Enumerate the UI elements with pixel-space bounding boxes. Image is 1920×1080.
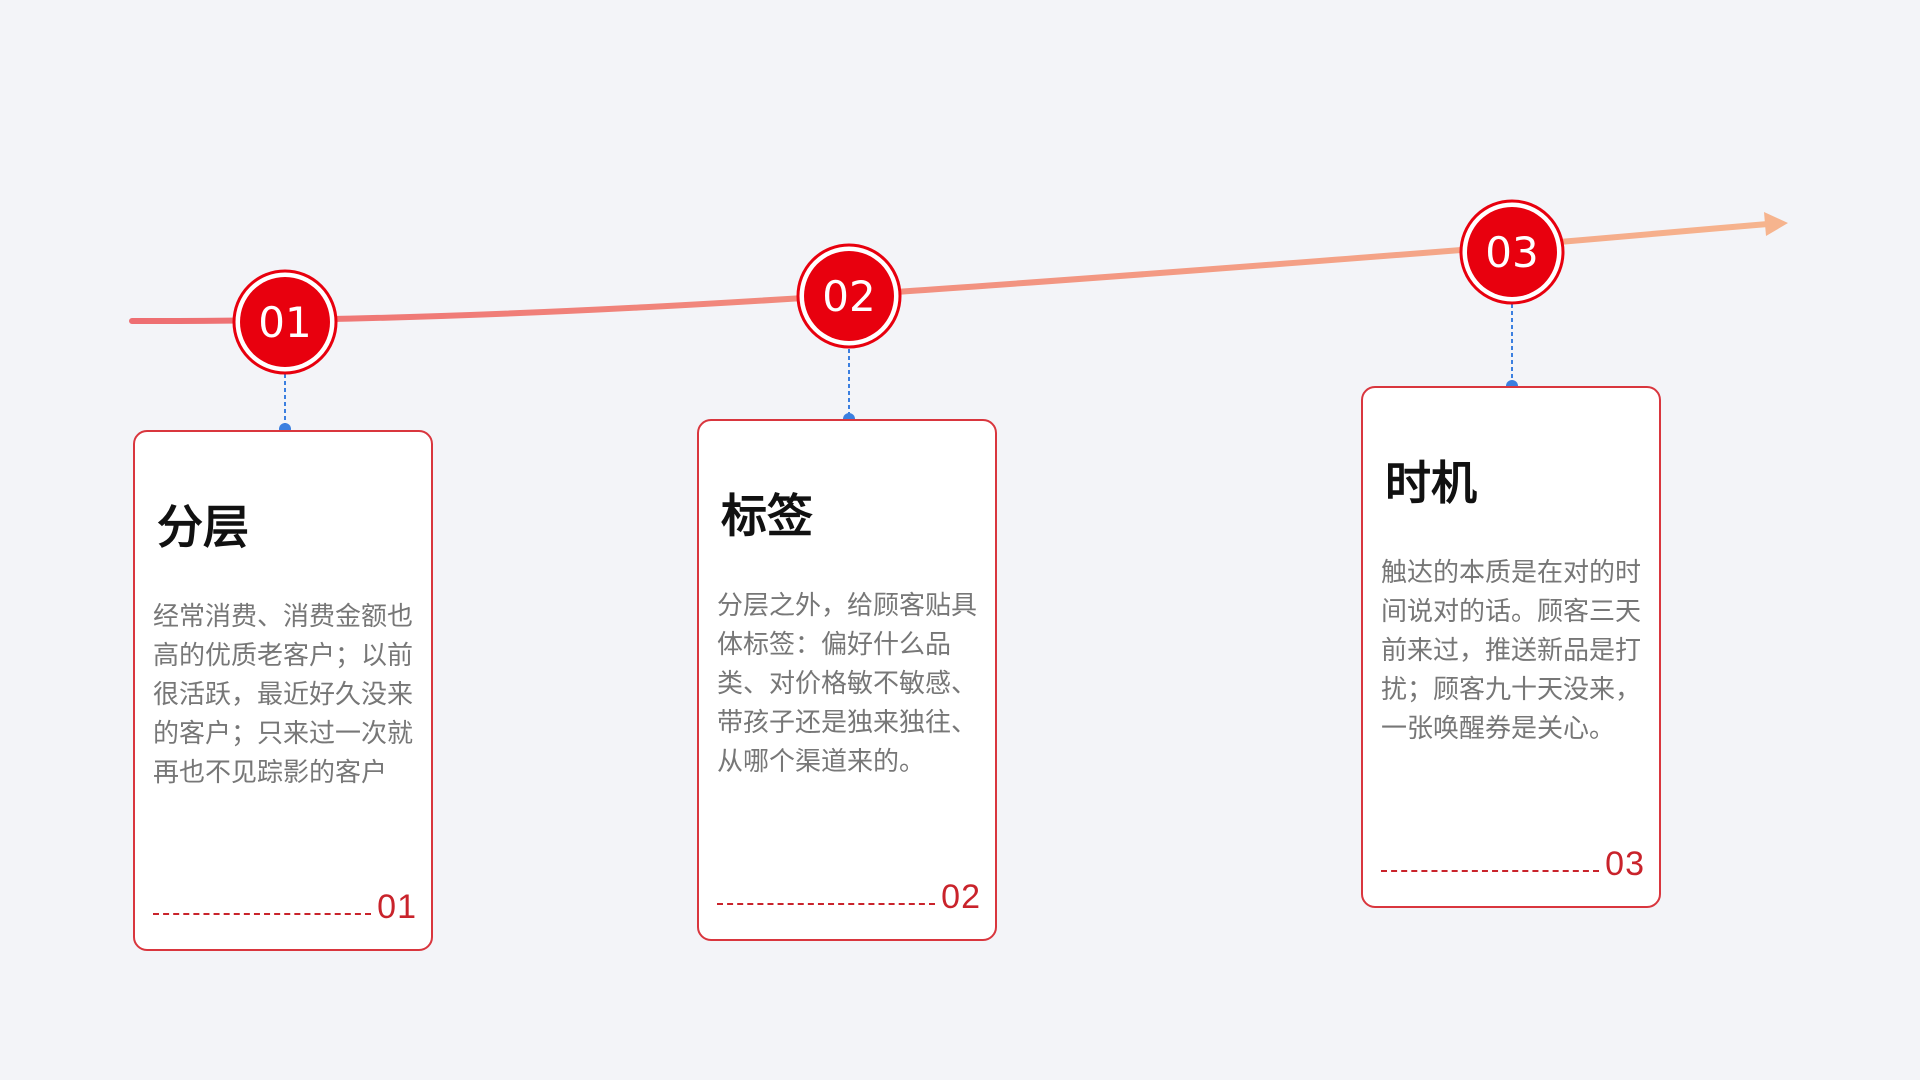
step-marker-1: 01 <box>232 269 338 375</box>
step-connector-3 <box>1506 290 1518 392</box>
step-footer-number-2: 02 <box>941 878 981 916</box>
timeline-arrow-head <box>1764 212 1788 236</box>
step-footer-3: 03 <box>1381 841 1645 881</box>
step-footer-number-3: 03 <box>1605 845 1645 883</box>
step-title-2: 标签 <box>721 489 813 543</box>
step-marker-2: 02 <box>796 243 902 349</box>
step-title-3: 时机 <box>1385 456 1477 510</box>
step-title-1: 分层 <box>157 500 249 554</box>
step-footer-2: 02 <box>717 874 981 914</box>
step-description-1: 经常消费、消费金额也高的优质老客户；以前很活跃，最近好久没来的客户；只来过一次就… <box>153 602 414 788</box>
step-footer-number-1: 01 <box>377 888 417 926</box>
step-card-1: 分层 经常消费、消费金额也高的优质老客户；以前很活跃，最近好久没来的客户；只来过… <box>133 430 433 951</box>
footer-divider-2 <box>717 903 936 905</box>
step-marker-number-2: 02 <box>822 272 875 321</box>
step-card-3: 时机 触达的本质是在对的时间说对的话。顾客三天前来过，推送新品是打扰；顾客九十天… <box>1361 386 1661 908</box>
footer-divider-1 <box>153 913 372 915</box>
step-description-3: 触达的本质是在对的时间说对的话。顾客三天前来过，推送新品是打扰；顾客九十天没来，… <box>1381 558 1642 744</box>
step-description-2: 分层之外，给顾客贴具体标签：偏好什么品类、对价格敏不敏感、带孩子还是独来独往、从… <box>717 591 978 777</box>
step-card-2: 标签 分层之外，给顾客贴具体标签：偏好什么品类、对价格敏不敏感、带孩子还是独来独… <box>697 419 997 941</box>
timeline-arrow-line <box>129 221 1771 325</box>
footer-divider-3 <box>1381 870 1600 872</box>
step-footer-1: 01 <box>153 884 417 924</box>
step-marker-number-3: 03 <box>1485 228 1538 277</box>
step-marker-3: 03 <box>1459 199 1565 305</box>
step-marker-number-1: 01 <box>258 298 311 347</box>
